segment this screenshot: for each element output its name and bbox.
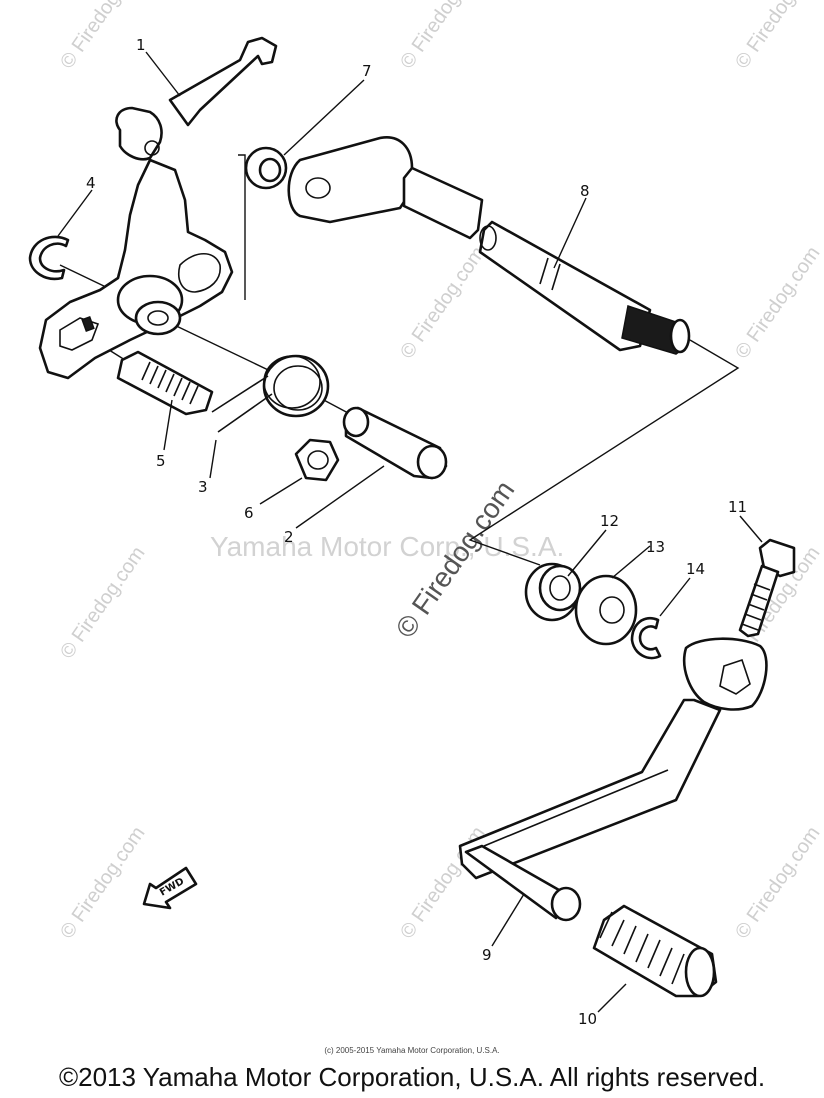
pedal-circlip bbox=[630, 617, 662, 660]
callout-4: 4 bbox=[86, 174, 96, 192]
watermark: © Firedog.com bbox=[731, 823, 824, 943]
callout-1: 1 bbox=[136, 36, 146, 54]
small-copyright-note: (c) 2005-2015 Yamaha Motor Corporation, … bbox=[324, 1046, 500, 1055]
callout-12: 12 bbox=[600, 512, 619, 530]
shaft-washer bbox=[244, 146, 288, 190]
callout-labels: 1 7 4 8 5 3 6 2 12 13 14 11 9 10 bbox=[86, 36, 747, 1028]
callout-9: 9 bbox=[482, 946, 492, 964]
watermark: © Firedog.com bbox=[396, 0, 489, 73]
torsion-spring bbox=[211, 354, 330, 433]
pedal-bolt bbox=[738, 538, 796, 638]
callout-13: 13 bbox=[646, 538, 665, 556]
change-pedal bbox=[458, 637, 768, 922]
callout-7: 7 bbox=[362, 62, 372, 80]
watermark: © Firedog.com bbox=[56, 823, 149, 943]
callout-10: 10 bbox=[578, 1010, 597, 1028]
circlip bbox=[28, 235, 70, 281]
plain-washer bbox=[574, 574, 638, 646]
threaded-bolt bbox=[116, 350, 214, 416]
watermark: © Firedog.com bbox=[396, 243, 489, 363]
watermark: © Firedog.com bbox=[56, 543, 149, 663]
shift-arm-assembly bbox=[38, 36, 278, 380]
center-watermark: Yamaha Motor Corp., U.S.A. bbox=[210, 531, 564, 562]
callout-14: 14 bbox=[686, 560, 705, 578]
assembly-lines bbox=[59, 154, 740, 605]
shift-shaft bbox=[287, 136, 691, 355]
forward-arrow-icon: FWD bbox=[142, 866, 198, 910]
callout-8: 8 bbox=[580, 182, 590, 200]
leader-lines bbox=[57, 51, 763, 1013]
collar-pin bbox=[342, 406, 448, 480]
callout-11: 11 bbox=[728, 498, 747, 516]
callout-3: 3 bbox=[198, 478, 208, 496]
hex-nut bbox=[294, 438, 340, 482]
oil-seal bbox=[524, 562, 582, 622]
callout-2: 2 bbox=[284, 528, 294, 546]
callout-5: 5 bbox=[156, 452, 166, 470]
watermark: © Firedog.com bbox=[731, 0, 824, 73]
watermark: © Firedog.com bbox=[731, 243, 824, 363]
copyright-footer: ©2013 Yamaha Motor Corporation, U.S.A. A… bbox=[58, 1062, 766, 1092]
callout-6: 6 bbox=[244, 504, 254, 522]
pedal-rubber bbox=[592, 904, 718, 998]
